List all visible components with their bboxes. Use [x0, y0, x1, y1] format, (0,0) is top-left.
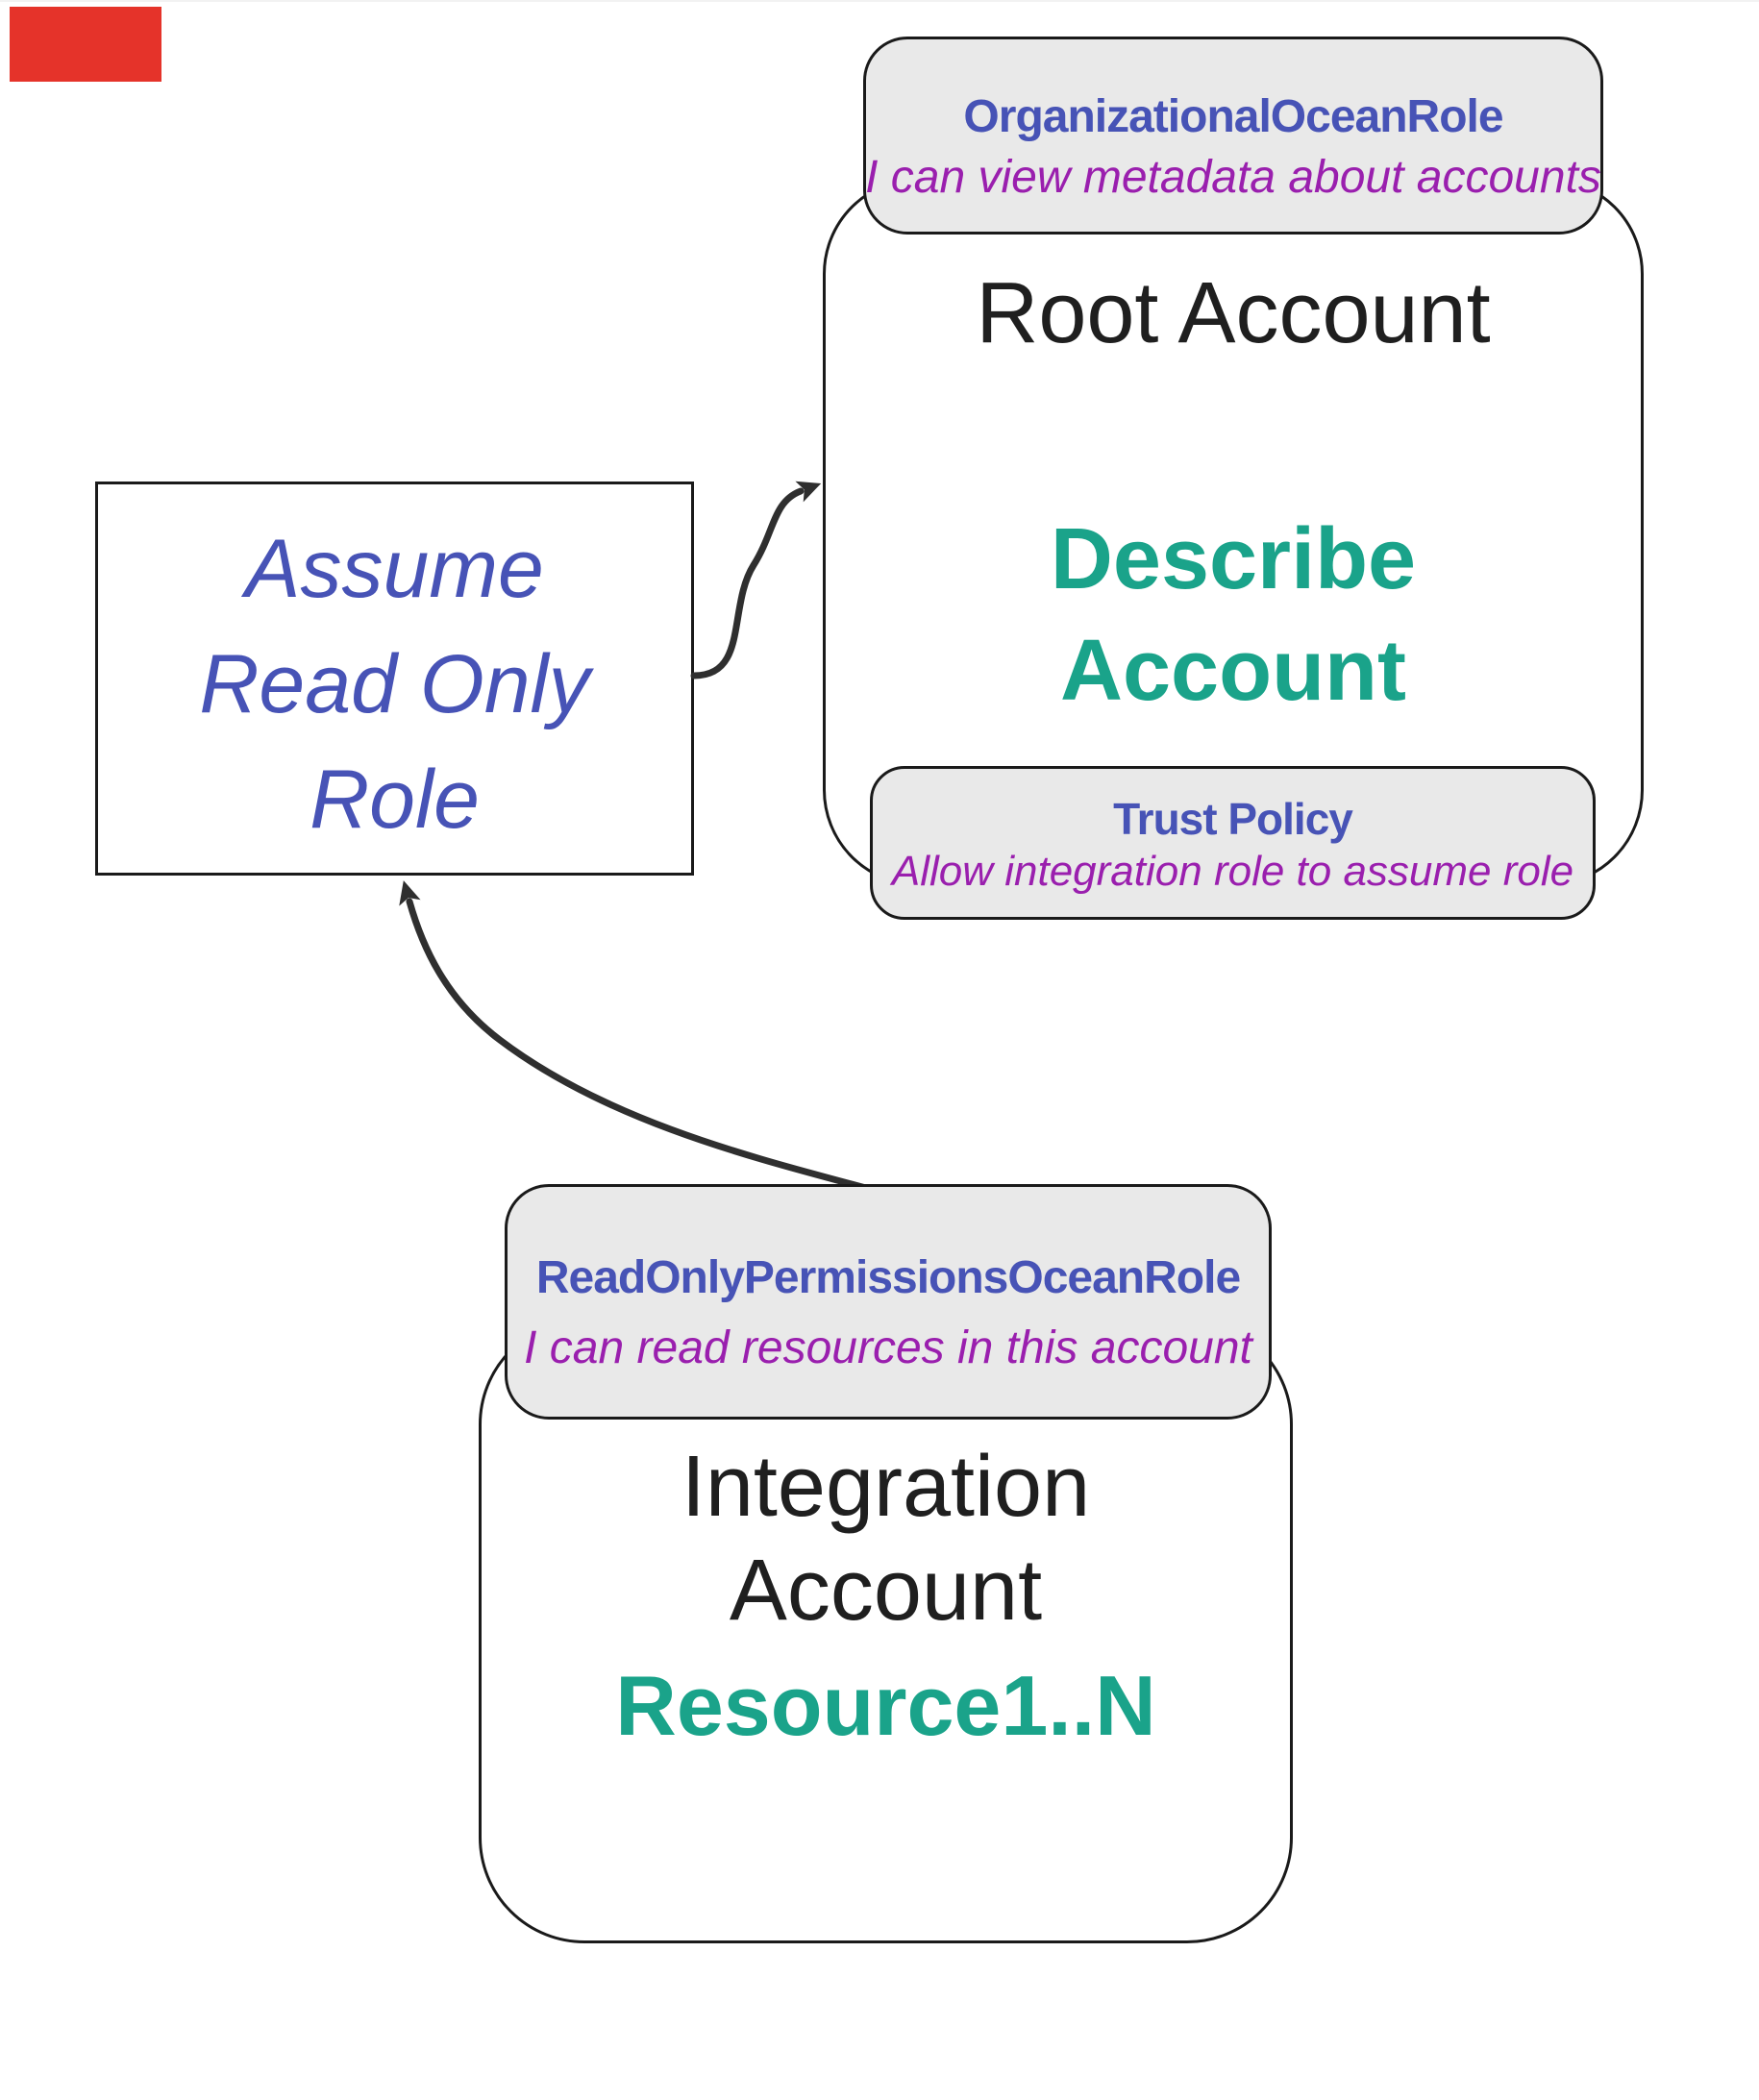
describe-account-line2: Account	[1060, 623, 1406, 719]
arrow-assume-to-root-account	[690, 481, 822, 679]
read-only-permissions-role-title: ReadOnlyPermissionsOceanRole	[535, 1251, 1241, 1303]
integration-account-title: Integration Account	[482, 1435, 1290, 1643]
read-only-permissions-ocean-role-callout: ReadOnlyPermissionsOceanRole I can read …	[505, 1184, 1272, 1420]
assume-role-line2: Read Only	[199, 638, 590, 730]
assume-role-line1: Assume	[245, 523, 544, 615]
root-account-title: Root Account	[976, 265, 1491, 361]
arrow-integration-to-assume-role	[399, 880, 877, 1194]
trust-policy-description: Allow integration role to assume role	[891, 848, 1574, 895]
describe-account-line1: Describe	[1050, 511, 1417, 607]
describe-account-label: Describe Account	[826, 504, 1641, 727]
integration-account-box: Integration Account Resource1..N	[479, 1319, 1293, 1943]
organizational-ocean-role-title: OrganizationalOceanRole	[963, 91, 1503, 142]
read-only-permissions-role-description: I can read resources in this account	[524, 1322, 1252, 1373]
trust-policy-callout: Trust Policy Allow integration role to a…	[870, 766, 1596, 920]
organizational-ocean-role-description: I can view metadata about accounts	[865, 152, 1601, 203]
integration-title-line1: Integration	[681, 1439, 1091, 1535]
red-marker	[10, 7, 161, 82]
resources-label: Resource1..N	[615, 1658, 1156, 1753]
organizational-ocean-role-callout: OrganizationalOceanRole I can view metad…	[863, 37, 1603, 235]
trust-policy-title: Trust Policy	[1113, 794, 1353, 844]
assume-read-only-role-box: Assume Read Only Role	[95, 482, 694, 876]
assume-role-line3: Role	[310, 754, 480, 846]
integration-title-line2: Account	[729, 1543, 1043, 1639]
